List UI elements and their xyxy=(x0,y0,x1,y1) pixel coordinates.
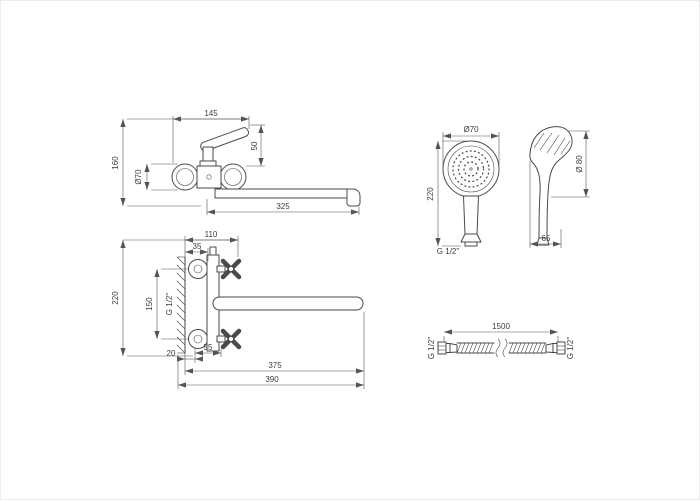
faucet-front-view: 145 50 160 Ø70 325 xyxy=(111,109,361,215)
spout xyxy=(214,188,350,199)
handset-cone xyxy=(460,233,482,243)
handset-head xyxy=(442,140,500,198)
inlet-thread-label: G 1/2" xyxy=(165,293,174,316)
dim-handset-length: 220 xyxy=(426,187,435,201)
dim-145: 145 xyxy=(204,109,218,118)
lever-handle xyxy=(200,127,249,152)
dim-50: 50 xyxy=(250,141,259,150)
dim-110: 110 xyxy=(205,230,218,239)
handset-front-view: Ø70 220 G 1/2" xyxy=(426,125,500,256)
dim-head-dia: Ø 80 xyxy=(575,155,584,173)
hose-break-mark xyxy=(495,338,501,358)
handset-handle xyxy=(463,195,479,235)
hose-corrugation-right xyxy=(508,342,547,354)
dim-face-dia: Ø70 xyxy=(463,125,479,134)
spout-plan xyxy=(212,296,364,311)
wall-hatching xyxy=(176,256,186,354)
spray-nozzles xyxy=(452,150,490,188)
left-handle xyxy=(171,163,199,191)
spout-outlet xyxy=(346,188,361,207)
dim-handle-dia: Ø70 xyxy=(134,169,143,185)
hose-corrugation-left xyxy=(456,342,495,354)
dim-65: 65 xyxy=(542,234,551,243)
top-inlet-flange xyxy=(188,259,208,279)
dim-375: 375 xyxy=(268,361,282,370)
handset-side-view: Ø 80 65 xyxy=(529,126,590,248)
dim-35: 35 xyxy=(193,242,202,251)
hose-nut-left xyxy=(437,341,447,355)
dim-150: 150 xyxy=(145,297,154,311)
faucet-top-view: 110 35 220 150 G 1/2" 20 55 375 390 xyxy=(111,230,365,389)
hose-nut-right xyxy=(556,341,566,355)
handset-profile xyxy=(529,126,573,239)
face-hatching xyxy=(533,132,571,156)
mixer-body xyxy=(196,165,222,189)
dim-hose-length: 1500 xyxy=(492,322,510,331)
cartridge-cap xyxy=(199,160,217,167)
dim-390: 390 xyxy=(265,375,279,384)
hose-thread-right-label: G 1/2" xyxy=(566,337,575,360)
dim-55: 55 xyxy=(204,343,213,352)
dim-220: 220 xyxy=(111,291,120,305)
dim-20: 20 xyxy=(167,349,176,358)
handset-thread-label: G 1/2" xyxy=(437,247,460,256)
right-handle xyxy=(219,163,247,191)
dim-325: 325 xyxy=(276,202,290,211)
hose-thread-left-label: G 1/2" xyxy=(427,337,436,360)
hose-view: 1500 xyxy=(427,322,575,359)
dim-160: 160 xyxy=(111,156,120,170)
